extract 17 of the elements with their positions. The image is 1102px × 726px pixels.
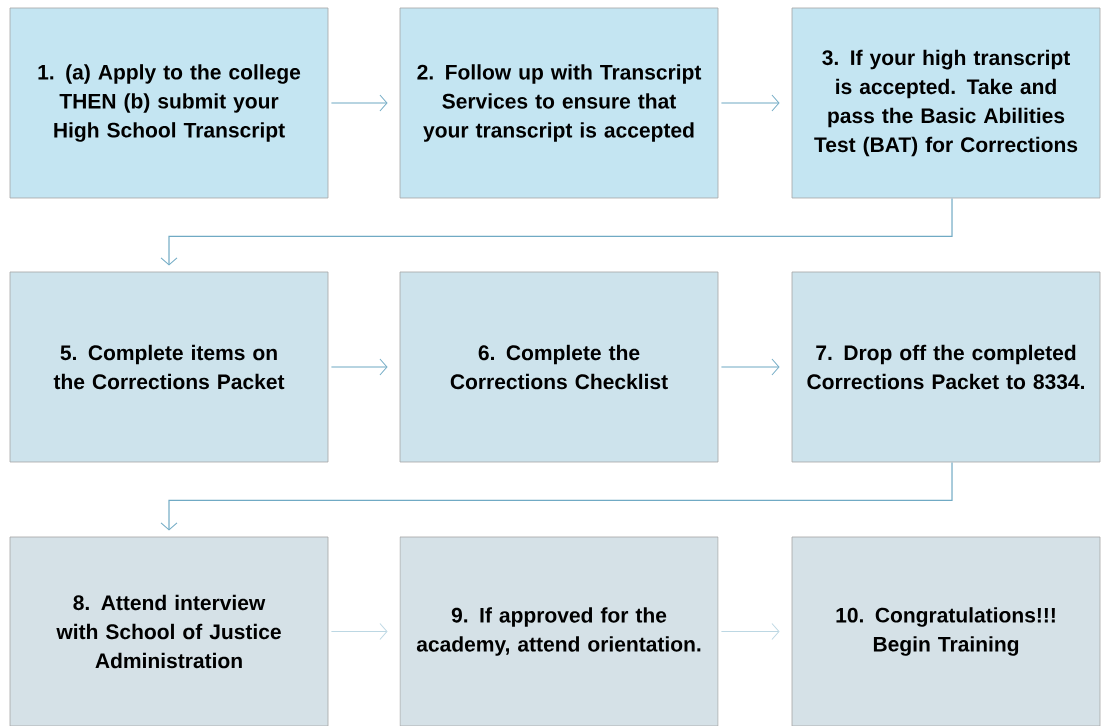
- process-box: 6. Complete the Corrections Checklist: [399, 271, 719, 463]
- process-box: 1. (a) Apply to the college THEN (b) submit your High School Transcript: [9, 7, 329, 199]
- arrow: [330, 94, 388, 112]
- arrow: [330, 358, 388, 376]
- arrow: [160, 461, 953, 531]
- process-box: 7. Drop off the completed Corrections Packet to 8334.: [791, 271, 1101, 463]
- arrow: [720, 623, 780, 640]
- process-box: 2. Follow up with Transcript Services to ensure that your transcript is accepted: [399, 7, 719, 199]
- arrow: [160, 197, 953, 266]
- arrow: [720, 94, 780, 112]
- arrow: [330, 623, 388, 640]
- process-box: 10. Congratulations!!! Begin Training: [791, 536, 1101, 726]
- process-box: 8. Attend interview with School of Justice Administration: [9, 536, 329, 726]
- process-box: 3. If your high transcript is accepted. Take and pass the Basic Abilities Test (BAT) for Corrections: [791, 7, 1101, 199]
- process-box: 9. If approved for the academy, attend orientation.: [399, 536, 719, 726]
- arrow: [720, 358, 780, 376]
- process-box: 5. Complete items on the Corrections Packet: [9, 271, 329, 463]
